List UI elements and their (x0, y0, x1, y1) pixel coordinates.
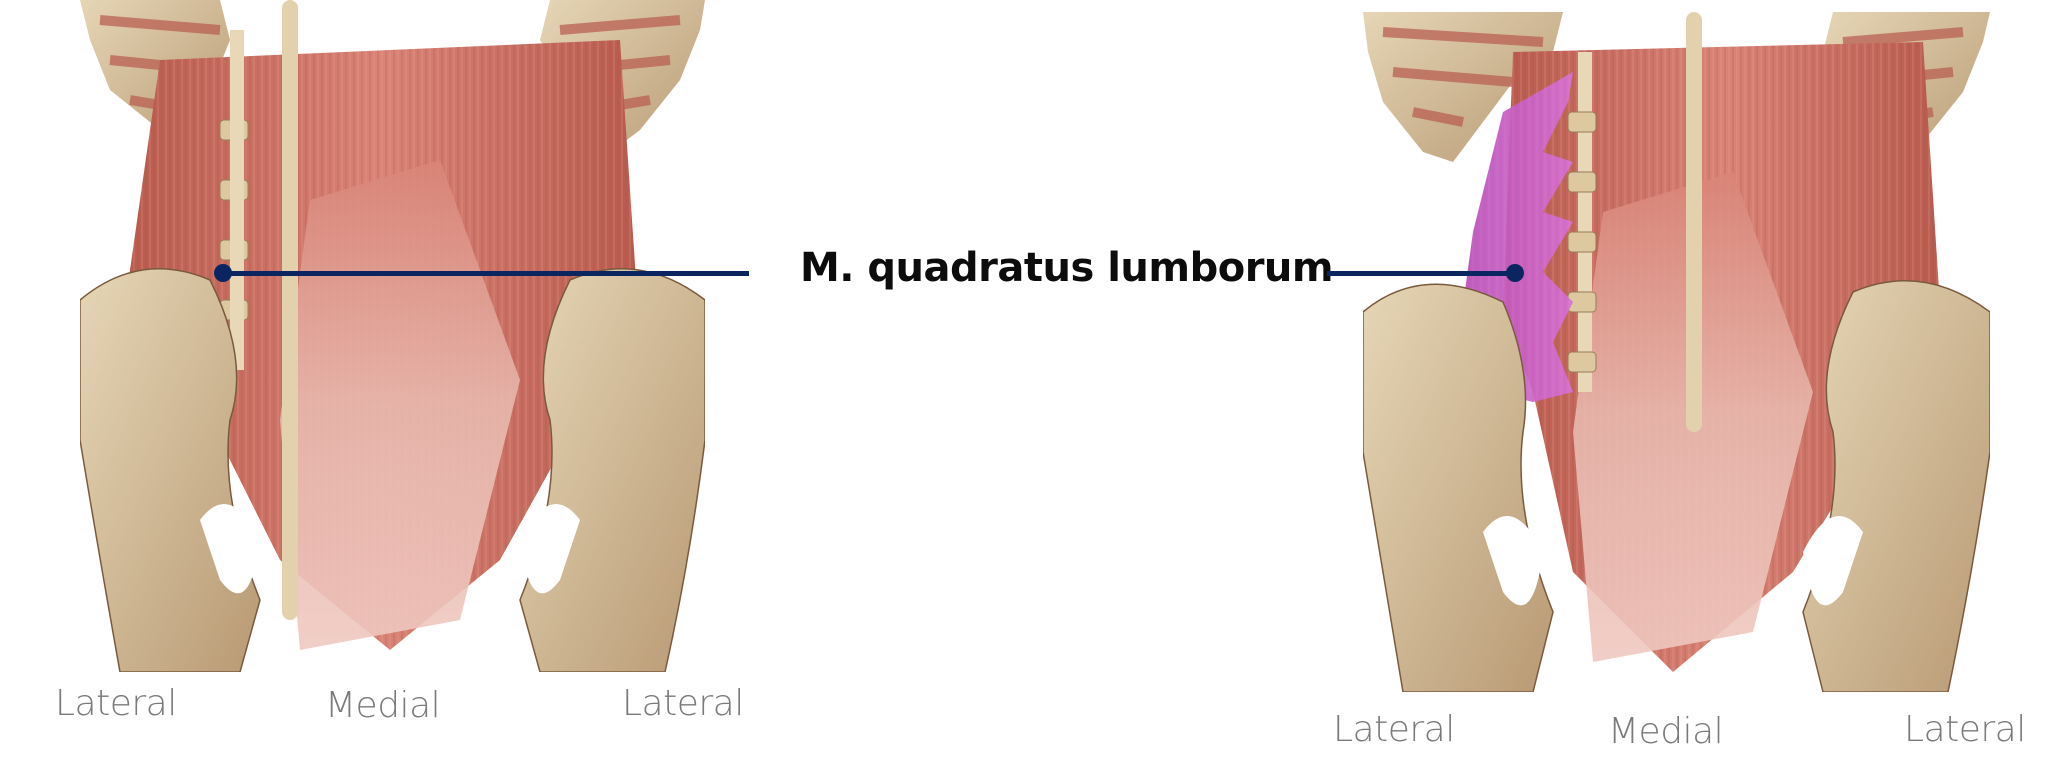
right-pointer-dot (1506, 264, 1524, 282)
left-anatomy-illustration (80, 0, 705, 672)
right-leader-line (1327, 271, 1515, 276)
left-axis-label-lateral-2: Lateral (622, 683, 744, 724)
right-axis-label-medial: Medial (1608, 711, 1724, 752)
right-axis-label-lateral-1: Lateral (1333, 709, 1455, 750)
left-axis-label-medial: Medial (325, 685, 441, 726)
left-axis-label-lateral-1: Lateral (55, 683, 177, 724)
right-anatomy-illustration (1363, 12, 1990, 692)
right-axis-label-lateral-2: Lateral (1904, 709, 2026, 750)
left-leader-line (223, 271, 749, 276)
muscle-title-label: M. quadratus lumborum (800, 245, 1334, 291)
left-pointer-dot (214, 264, 232, 282)
